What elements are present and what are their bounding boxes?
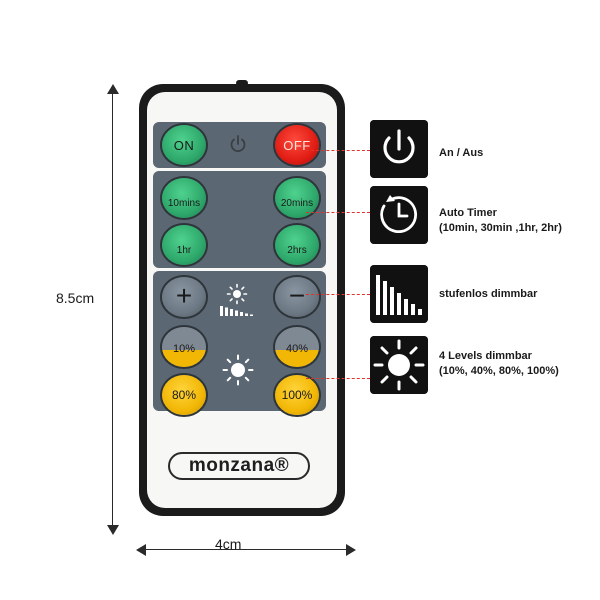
- timer-10mins-label: 10mins: [167, 197, 201, 209]
- brightness-down-button[interactable]: −: [275, 277, 319, 317]
- level-40-label: 40%: [285, 343, 309, 355]
- legend-power-line-1: An / Aus: [439, 147, 484, 159]
- legend-levels-text: 4 Levels dimmbar (10%, 40%, 80%, 100%): [439, 349, 559, 379]
- plus-sign: +: [175, 280, 193, 311]
- arrow-left-icon: [136, 544, 146, 556]
- remote-ir-nub: [236, 80, 248, 86]
- arrow-up-icon: [107, 84, 119, 94]
- leader-line-timer: [306, 212, 370, 213]
- timer-20mins-label: 20mins: [280, 197, 314, 209]
- on-button-label: ON: [173, 137, 195, 153]
- timer-1hr-button[interactable]: 1hr: [162, 225, 206, 265]
- off-button-label: OFF: [283, 137, 311, 153]
- height-label: 8.5cm: [56, 290, 95, 306]
- sun-icon: [370, 336, 428, 394]
- legend-levels-line-1: 4 Levels dimmbar: [439, 350, 532, 362]
- dimmer-bars-small-icon: [220, 306, 253, 316]
- clock-icon: [370, 186, 428, 244]
- legend-power-text: An / Aus: [439, 146, 483, 161]
- level-80-label: 80%: [171, 388, 197, 402]
- leader-line-dimmer: [306, 294, 370, 295]
- arrow-right-icon: [346, 544, 356, 556]
- legend-dimmer-text: stufenlos dimmbar: [439, 287, 537, 302]
- leader-line-power: [306, 150, 370, 151]
- height-dimension-line: [112, 88, 113, 530]
- brightness-up-button[interactable]: +: [162, 277, 206, 317]
- minus-sign: −: [288, 280, 306, 311]
- legend-timer-line-1: Auto Timer: [439, 207, 497, 219]
- level-40-button[interactable]: 40%: [275, 327, 319, 367]
- timer-2hrs-label: 2hrs: [287, 244, 307, 256]
- legend-levels-line-2: (10%, 40%, 80%, 100%): [439, 365, 559, 377]
- legend-timer-text: Auto Timer (10min, 30min ,1hr, 2hr): [439, 206, 562, 236]
- timer-10mins-button[interactable]: 10mins: [162, 178, 206, 218]
- power-icon: [230, 135, 246, 153]
- timer-20mins-button[interactable]: 20mins: [275, 178, 319, 218]
- level-100-button[interactable]: 100%: [275, 375, 319, 415]
- legend-timer-line-2: (10min, 30min ,1hr, 2hr): [439, 222, 562, 234]
- off-button[interactable]: OFF: [275, 125, 319, 165]
- leader-line-levels: [306, 378, 370, 379]
- legend-dimmer-line-1: stufenlos dimmbar: [439, 288, 538, 300]
- level-80-button[interactable]: 80%: [162, 375, 206, 415]
- level-10-button[interactable]: 10%: [162, 327, 206, 367]
- power-icon: [370, 120, 428, 178]
- dimmer-bars-icon: [370, 265, 428, 323]
- on-button[interactable]: ON: [162, 125, 206, 165]
- timer-2hrs-button[interactable]: 2hrs: [275, 225, 319, 265]
- sun-small-icon: [226, 283, 248, 305]
- width-label: 4cm: [215, 536, 242, 552]
- arrow-down-icon: [107, 525, 119, 535]
- brand-logo: monzana®: [168, 452, 310, 480]
- width-dimension-line: [140, 549, 352, 550]
- sun-icon: [222, 354, 254, 386]
- level-10-label: 10%: [172, 343, 196, 355]
- timer-1hr-label: 1hr: [176, 244, 192, 256]
- level-100-label: 100%: [281, 388, 313, 402]
